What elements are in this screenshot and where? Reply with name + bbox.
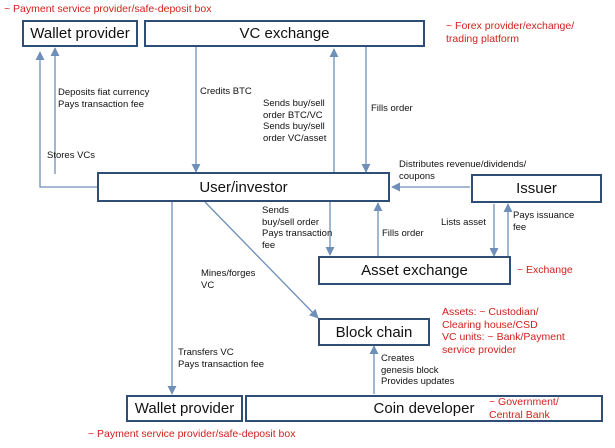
- asset-exchange-box: Asset exchange: [318, 256, 511, 285]
- wallet-provider-bottom-box: Wallet provider: [126, 395, 243, 422]
- annotation-top-left: ~ Payment service provider/safe-deposit …: [4, 3, 212, 15]
- label-stores-vcs: Stores VCs: [47, 150, 96, 161]
- annotation-exchange: ~ Exchange: [517, 264, 573, 276]
- annotation-assets: Assets: ~ Custodian/ Clearing house/CSD …: [442, 306, 565, 356]
- label-sends-buy-sell: Sends buy/sell order BTC/VC Sends buy/se…: [263, 98, 327, 144]
- label-distributes: Distributes revenue/dividends/ coupons: [399, 159, 527, 182]
- annotation-government: ~ Government/ Central Bank: [489, 396, 559, 421]
- user-investor-box: User/investor: [97, 172, 390, 202]
- arrow-mines-forges: [204, 201, 319, 319]
- label-fills-order-vc: Fills order: [371, 103, 413, 114]
- label-sends-asset-order: Sends buy/sell order Pays transaction fe…: [262, 205, 333, 251]
- arrow-stores-vcs: [35, 51, 97, 188]
- vc-exchange-box: VC exchange: [144, 20, 425, 47]
- label-creates-genesis: Creates genesis block Provides updates: [381, 353, 455, 387]
- label-mines-forges: Mines/forges VC: [201, 268, 256, 291]
- annotation-forex: ~ Forex provider/exchange/ trading platf…: [446, 20, 575, 45]
- annotation-bottom-left: ~ Payment service provider/safe-deposit …: [88, 428, 296, 440]
- wallet-provider-top-box: Wallet provider: [22, 20, 138, 47]
- issuer-box: Issuer: [471, 174, 602, 203]
- label-transfers-vc: Transfers VC Pays transaction fee: [178, 347, 265, 370]
- label-deposits: Deposits fiat currency Pays transaction …: [58, 87, 150, 110]
- label-credits-btc: Credits BTC: [200, 86, 252, 97]
- label-lists-asset: Lists asset: [441, 217, 486, 228]
- label-fills-order-asset: Fills order: [382, 228, 424, 239]
- label-pays-issuance: Pays issuance fee: [513, 210, 575, 233]
- coin-developer-box: Coin developer: [245, 395, 603, 422]
- block-chain-box: Block chain: [318, 318, 430, 346]
